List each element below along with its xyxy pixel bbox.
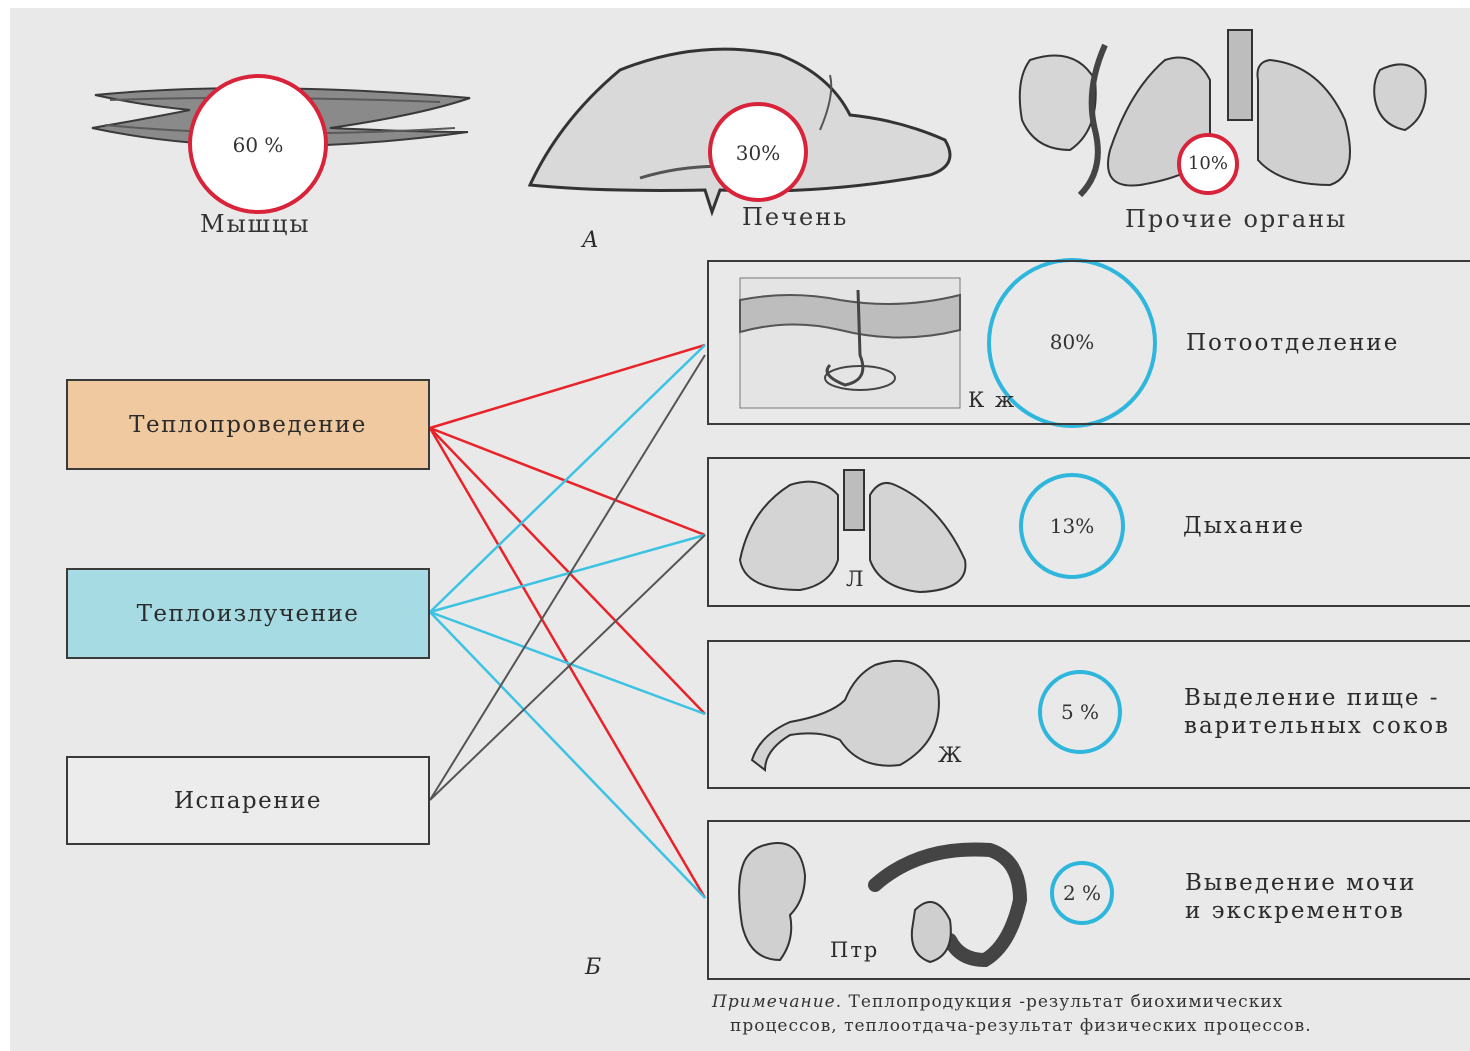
- footnote-prefix: Примечание: [712, 992, 836, 1012]
- digestion-label: Выделение пище - варительных соков: [1184, 684, 1450, 740]
- footnote-line1: . Теплопродукция -результат биохимически…: [836, 992, 1284, 1012]
- conduction-label: Теплопроведение: [129, 412, 367, 438]
- section-a-letter: А: [582, 228, 599, 253]
- excretion-organ-code: Птр: [830, 936, 879, 964]
- other-organs-percent: 10%: [1178, 153, 1238, 174]
- muscles-percent: 60 %: [208, 133, 308, 157]
- evaporation-to-sweat-line: [430, 355, 705, 800]
- sweat-percent: 80%: [1032, 330, 1112, 354]
- sweat-label: Потоотделение: [1186, 329, 1399, 357]
- other-organs-label: Прочие органы: [1125, 205, 1347, 233]
- conduction-box: Теплопроведение: [66, 379, 430, 470]
- breath-percent: 13%: [1037, 514, 1107, 538]
- evaporation-box: Испарение: [66, 756, 430, 845]
- evaporation-label: Испарение: [174, 788, 322, 814]
- section-b-letter: Б: [585, 955, 601, 980]
- radiation-label: Теплоизлучение: [137, 601, 360, 627]
- sweat-organ-code: К ж: [968, 386, 1016, 414]
- footnote-line2: процессов, теплоотдача-результат физичес…: [712, 1014, 1312, 1038]
- radiation-to-excretion-line: [430, 612, 705, 898]
- footnote: Примечание. Теплопродукция -результат би…: [712, 990, 1312, 1038]
- breath-label: Дыхание: [1183, 512, 1305, 540]
- digestion-organ-code: Ж: [938, 741, 964, 769]
- liver-label: Печень: [742, 203, 848, 231]
- radiation-to-digestion-line: [430, 612, 705, 714]
- liver-percent: 30%: [713, 141, 803, 165]
- muscles-label: Мышцы: [200, 210, 311, 238]
- radiation-box: Теплоизлучение: [66, 568, 430, 659]
- excretion-percent: 2 %: [1057, 881, 1107, 905]
- digestion-percent: 5 %: [1050, 700, 1110, 724]
- conduction-to-breath-line: [430, 428, 705, 535]
- connection-lines: [430, 345, 705, 898]
- breath-organ-code: Л: [846, 565, 866, 593]
- excretion-label: Выведение мочи и экскрементов: [1185, 869, 1416, 925]
